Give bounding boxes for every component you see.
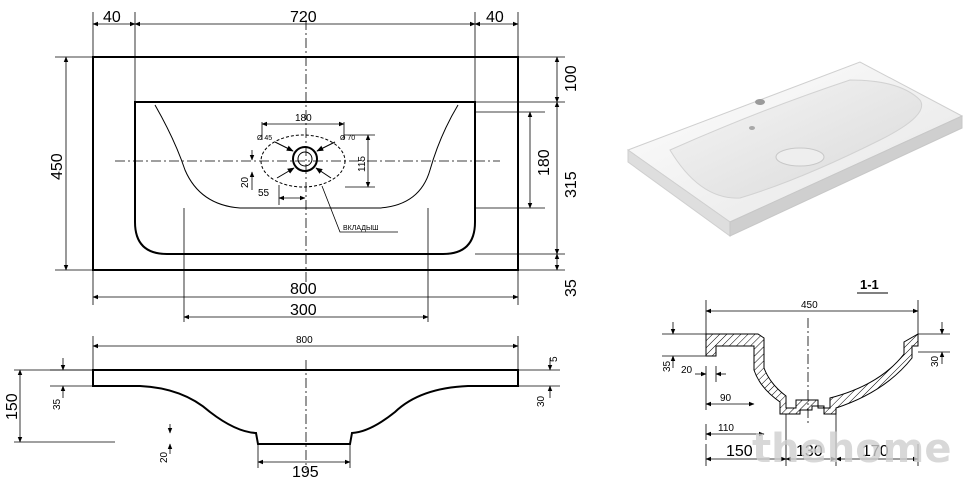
dim-bowl-bottom-300: 300	[290, 302, 317, 319]
section-view: 1-1 450 35 30 20 90 110	[662, 277, 950, 466]
insert-oval	[260, 134, 346, 188]
front-dim-rim: 35	[52, 398, 63, 410]
front-dim-width: 800	[296, 335, 313, 346]
drain-outer	[292, 146, 318, 172]
top-view: 40 720 40 450 100 315 35 180 180 Ø 45 Ø …	[49, 9, 580, 322]
section-dim-rim-right: 30	[930, 355, 941, 367]
render-bowl	[669, 79, 922, 199]
dim-bowl-depth: 315	[563, 171, 580, 198]
section-dim-170: 170	[862, 443, 889, 460]
dim-oval-width: 180	[295, 113, 312, 124]
dim-drain-55: 55	[258, 188, 270, 199]
dim-drain-20: 20	[240, 176, 251, 188]
bowl-curve	[154, 104, 459, 209]
dim-hole-70: Ø 70	[340, 135, 355, 142]
dim-inner-width: 720	[290, 9, 317, 26]
section-profile	[705, 333, 919, 415]
drain-inner	[297, 151, 313, 167]
front-profile	[92, 369, 519, 445]
render-faucet-hole	[755, 99, 765, 105]
label-insert: ВКЛАДЫШ	[343, 225, 379, 232]
render-overflow	[749, 126, 755, 130]
front-view: 800 150 35 5 30 20 195	[4, 335, 560, 481]
watermark: thehome	[752, 426, 952, 472]
dim-top-margin: 100	[563, 65, 580, 92]
section-title: 1-1	[860, 277, 879, 292]
section-dim-width: 450	[801, 300, 818, 311]
front-dim-base: 20	[159, 451, 170, 463]
render-drain	[775, 147, 825, 167]
dim-bottom-margin: 35	[563, 279, 580, 297]
dim-left-margin: 40	[103, 9, 121, 26]
dim-width-total: 800	[290, 281, 317, 298]
arrow-ne	[316, 141, 336, 152]
arrow-sw	[276, 167, 295, 179]
arrow-se	[315, 167, 332, 179]
dim-bowl-180: 180	[536, 149, 553, 176]
bowl-outline	[134, 101, 476, 255]
front-dim-edge: 30	[536, 395, 547, 407]
dim-right-margin: 40	[486, 9, 504, 26]
arrow-nw	[274, 141, 294, 152]
section-dim-110: 110	[718, 423, 734, 434]
section-dim-rim-left: 35	[662, 360, 673, 372]
dim-oval-height: 115	[357, 156, 368, 172]
slab-outline	[92, 56, 519, 271]
render-slab-side	[729, 115, 963, 237]
dim-depth-total: 450	[49, 153, 66, 180]
dim-hole-45: Ø 45	[257, 135, 272, 142]
front-dim-height: 150	[4, 393, 21, 420]
section-dim-150: 150	[726, 443, 753, 460]
section-dim-wall: 20	[681, 365, 693, 376]
front-dim-drain: 195	[292, 464, 319, 481]
section-dim-130: 130	[796, 443, 823, 460]
front-dim-top: 5	[549, 356, 560, 362]
sink-render	[626, 61, 964, 237]
section-dim-90: 90	[720, 393, 732, 404]
